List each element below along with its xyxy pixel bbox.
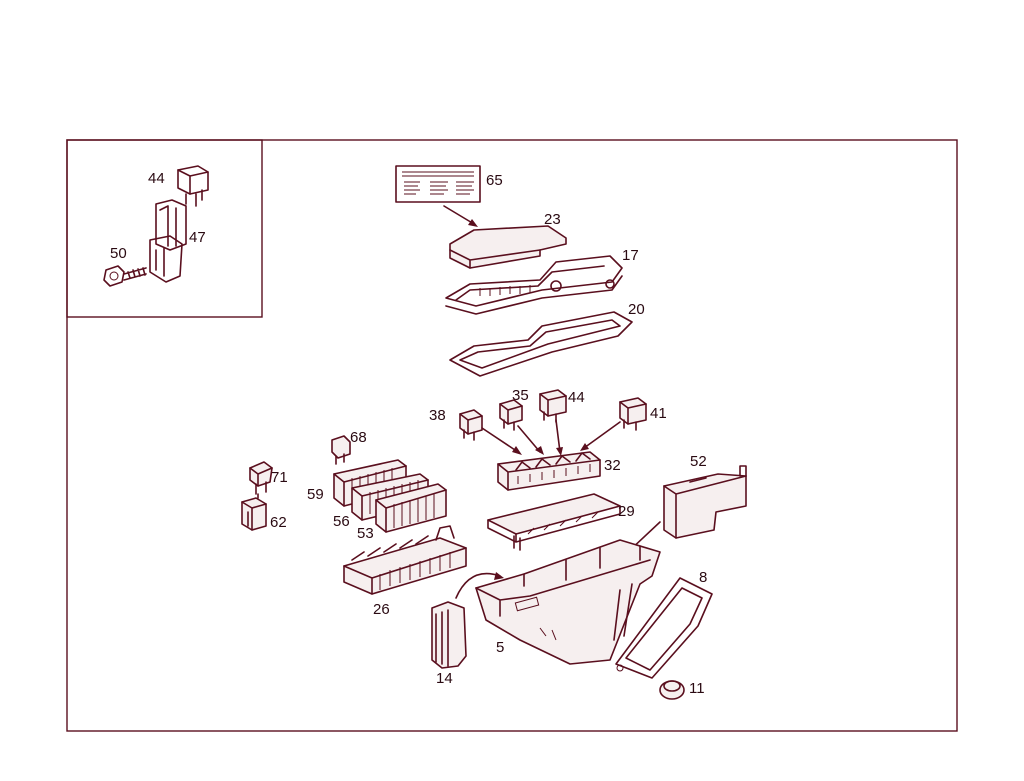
inset-holder-47 xyxy=(149,199,187,283)
label-14: 14 xyxy=(436,670,453,687)
label-35: 35 xyxy=(512,387,529,404)
label-8: 8 xyxy=(699,569,707,586)
label-5: 5 xyxy=(496,639,504,656)
relay-leaders xyxy=(481,419,621,453)
housing-5 xyxy=(475,539,661,665)
gasket-8 xyxy=(615,577,713,679)
boot-14 xyxy=(431,601,467,669)
relay-38 xyxy=(459,409,483,441)
label-38: 38 xyxy=(429,407,446,424)
label-59: 59 xyxy=(307,486,324,503)
relay-44 xyxy=(539,389,567,423)
label-62: 62 xyxy=(270,514,287,531)
label-68: 68 xyxy=(350,429,367,446)
label-65: 65 xyxy=(486,172,503,189)
inset-relay-44 xyxy=(177,165,209,207)
label-32: 32 xyxy=(604,457,621,474)
label-56: 56 xyxy=(333,513,350,530)
label-52: 52 xyxy=(690,453,707,470)
relay-62 xyxy=(241,493,267,531)
label-26: 26 xyxy=(373,601,390,618)
cover-23 xyxy=(449,225,567,269)
diagram-frame xyxy=(66,139,958,732)
label-41: 41 xyxy=(650,405,667,422)
fuse-carrier-26 xyxy=(343,525,467,595)
grommet-11 xyxy=(659,680,685,700)
fuse-strip-53 xyxy=(375,483,447,533)
upper-frame-17 xyxy=(445,255,623,315)
label-29: 29 xyxy=(618,503,635,520)
label-23: 23 xyxy=(544,211,561,228)
inset-screw-50 xyxy=(103,265,147,287)
fuse-68 xyxy=(331,435,351,465)
cover-52 xyxy=(663,465,747,539)
label-sheet-65 xyxy=(395,165,481,203)
relay-41 xyxy=(619,397,647,431)
inset-label-50: 50 xyxy=(110,245,127,262)
relay-carrier-32 xyxy=(497,451,601,491)
relay-71 xyxy=(249,461,273,495)
inset-label-44: 44 xyxy=(148,170,165,187)
label-53: 53 xyxy=(357,525,374,542)
label-11: 11 xyxy=(689,680,705,697)
relay-35 xyxy=(499,399,523,431)
inset-label-47: 47 xyxy=(189,229,206,246)
label-17: 17 xyxy=(622,247,639,264)
inset-frame xyxy=(66,139,263,318)
label-44: 44 xyxy=(568,389,585,406)
label-20: 20 xyxy=(628,301,645,318)
arrow-26 xyxy=(455,572,501,599)
rail-29 xyxy=(487,493,621,551)
gasket-20 xyxy=(449,311,633,377)
label-71: 71 xyxy=(271,469,288,486)
arrow-65 xyxy=(443,205,475,225)
